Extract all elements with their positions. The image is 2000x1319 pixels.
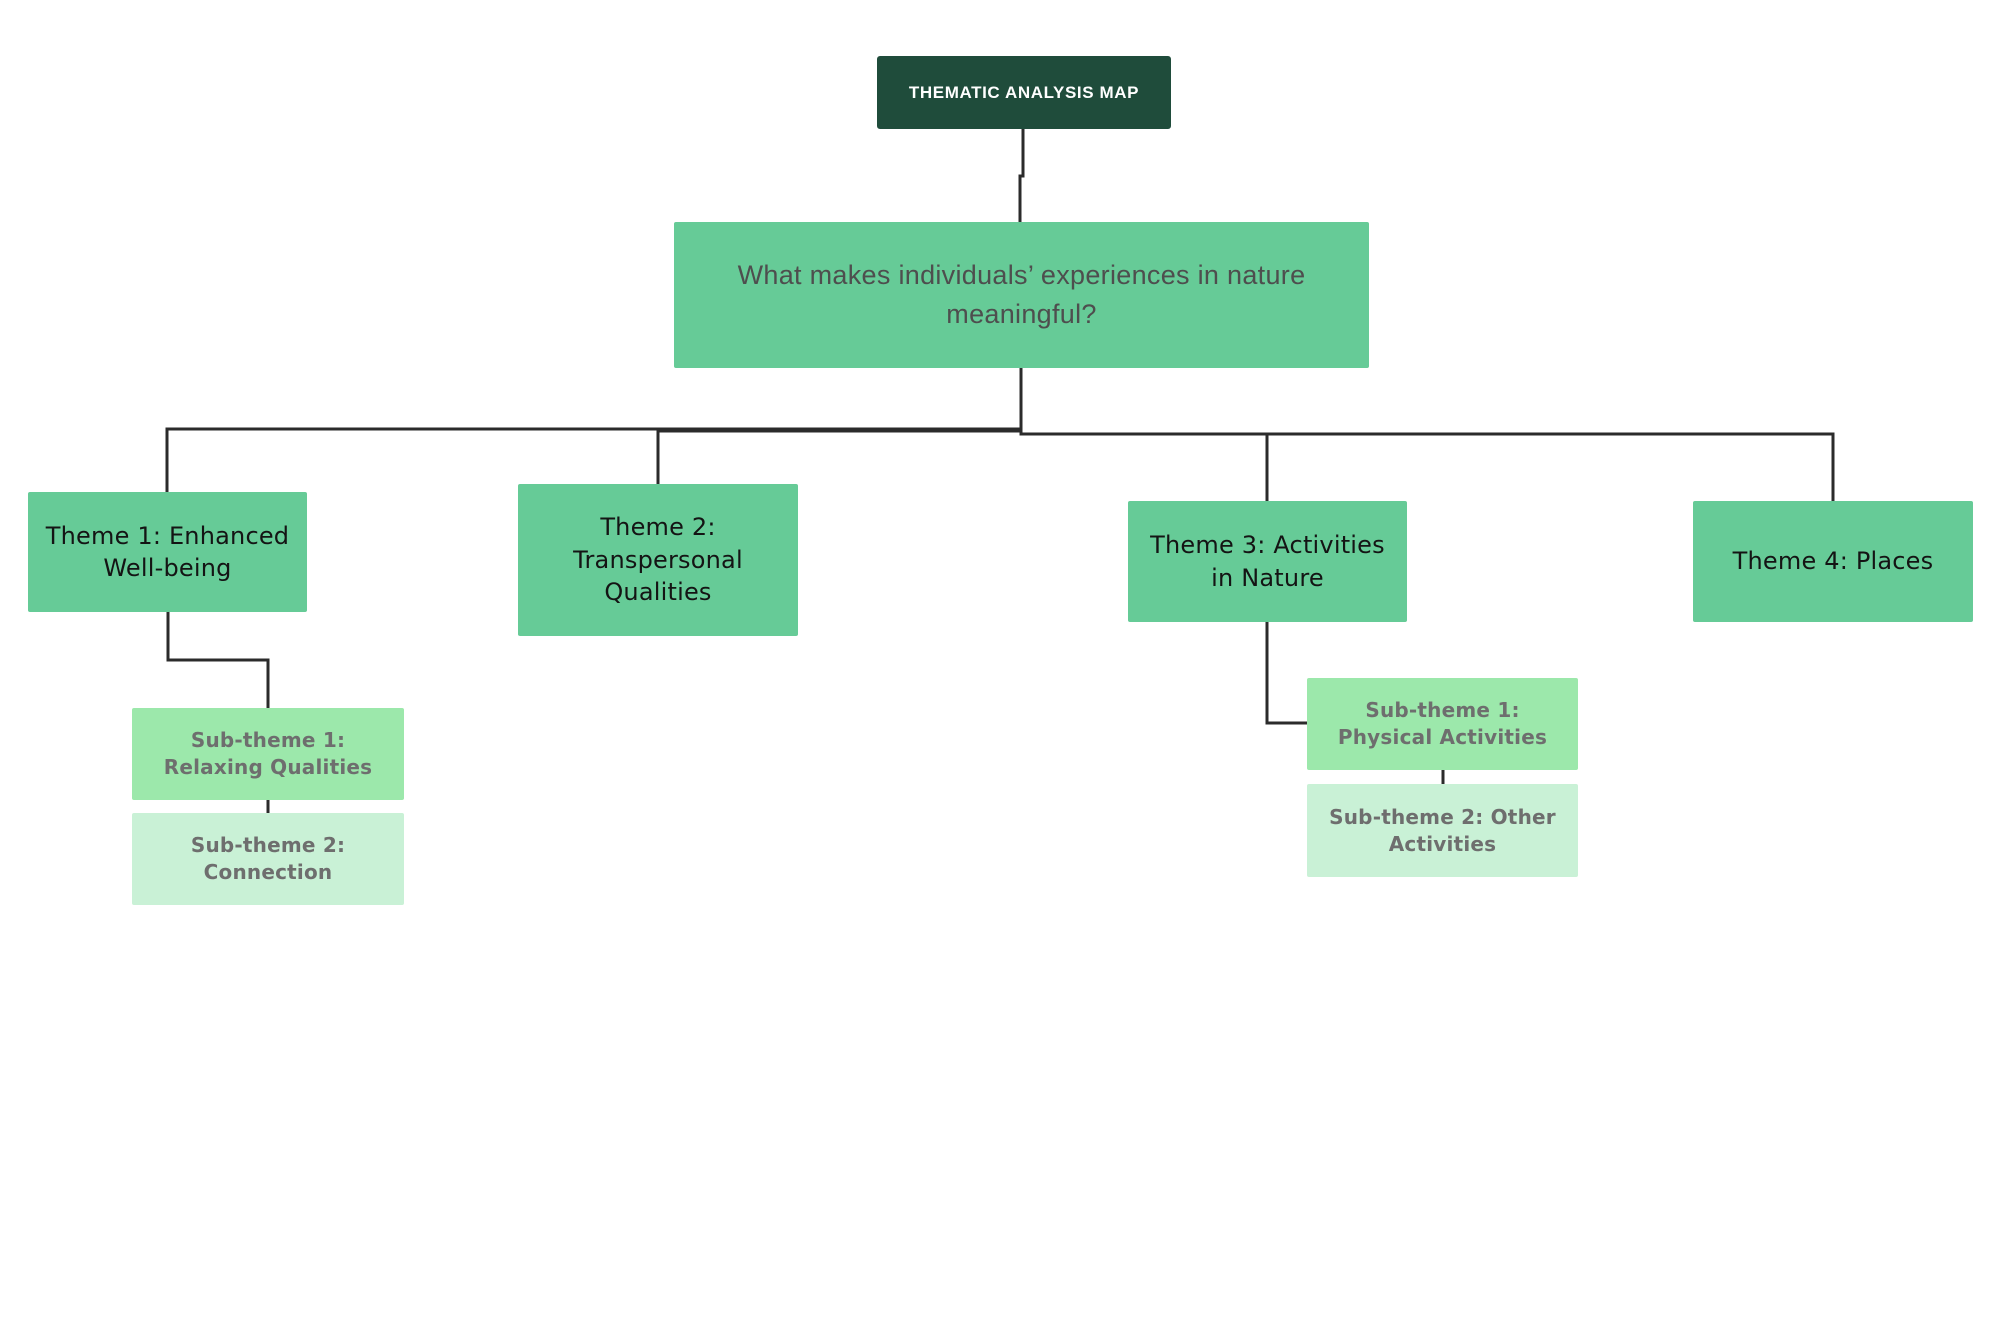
title-label: THEMATIC ANALYSIS MAP [908, 82, 1140, 102]
theme-3-subtheme-1-node: Sub-theme 1: Physical Activities [1307, 678, 1578, 770]
connector-theme3-to-subtheme1 [1265, 622, 1307, 725]
theme-1-subtheme-2-node: Sub-theme 2: Connection [132, 813, 404, 905]
theme-1-label: Theme 1: Enhanced Well-being [45, 521, 290, 582]
theme-1-subtheme-1-label: Sub-theme 1: Relaxing Qualities [163, 728, 373, 779]
theme-3-label: Theme 3: Activities in Nature [1150, 531, 1385, 592]
theme-1-node: Theme 1: Enhanced Well-being [28, 492, 307, 612]
theme-2-node: Theme 2: Transpersonal Qualities [518, 484, 798, 636]
connector-question-to-theme4 [1019, 368, 1835, 501]
theme-2-label: Theme 2: Transpersonal Qualities [573, 513, 743, 607]
research-question-label: What makes individuals’ experiences in n… [737, 259, 1306, 329]
connector-title-to-question [1018, 129, 1025, 222]
connector-question-to-theme2 [656, 368, 1023, 484]
theme-4-node: Theme 4: Places [1693, 501, 1973, 622]
research-question-node: What makes individuals’ experiences in n… [674, 222, 1369, 368]
theme-1-subtheme-1-node: Sub-theme 1: Relaxing Qualities [132, 708, 404, 800]
theme-4-label: Theme 4: Places [1732, 547, 1934, 576]
connector-theme1-to-subtheme1 [166, 612, 270, 708]
theme-3-subtheme-2-node: Sub-theme 2: Other Activities [1307, 784, 1578, 877]
theme-3-subtheme-2-label: Sub-theme 2: Other Activities [1329, 804, 1556, 856]
title-node: THEMATIC ANALYSIS MAP [877, 56, 1171, 129]
theme-1-subtheme-2-label: Sub-theme 2: Connection [190, 833, 346, 884]
theme-3-subtheme-1-label: Sub-theme 1: Physical Activities [1337, 698, 1548, 749]
theme-3-node: Theme 3: Activities in Nature [1128, 501, 1407, 622]
